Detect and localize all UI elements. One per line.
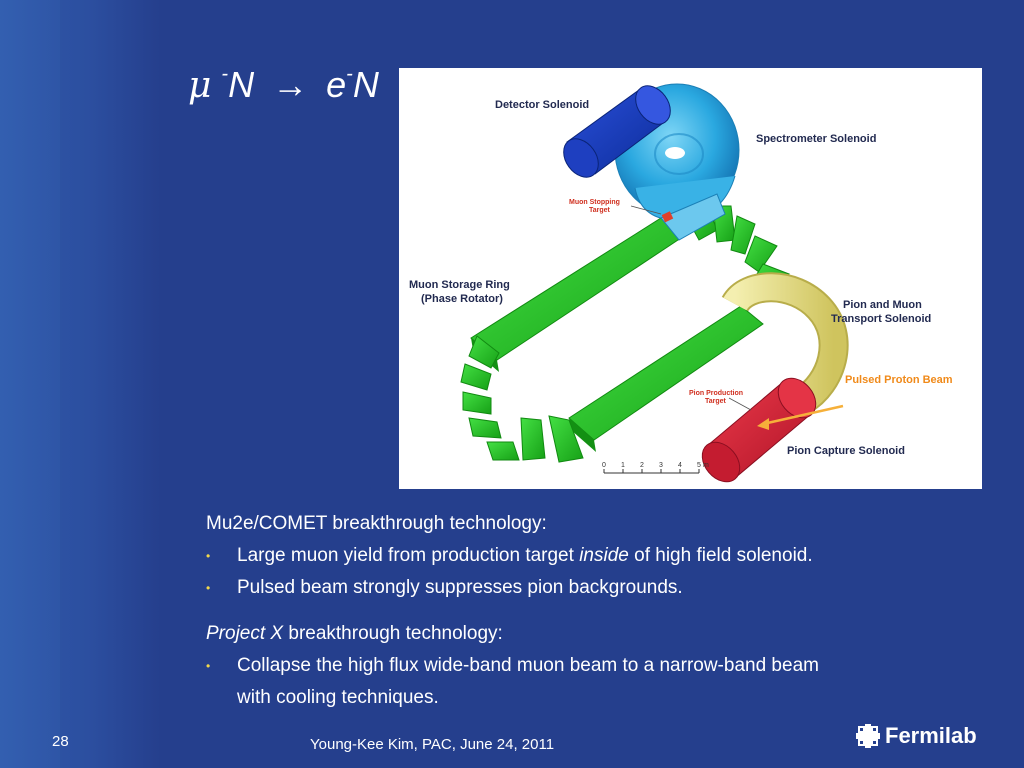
storage-ring-magnets	[460, 199, 790, 463]
fermilab-logo-icon	[856, 724, 880, 748]
proton-beam-arrow	[757, 404, 844, 430]
label-muon-storage-ring-1: Muon Storage Ring	[409, 279, 510, 291]
label-detector-solenoid: Detector Solenoid	[495, 99, 589, 111]
slide-title: μ -N → e-N	[188, 63, 379, 106]
pion-capture-solenoid	[701, 377, 817, 483]
section1-bullet-1-emphasis: inside	[579, 545, 629, 566]
label-pulsed-proton-beam: Pulsed Proton Beam	[845, 374, 953, 386]
title-sup-1: -	[221, 63, 229, 85]
muon-target-pointer	[630, 205, 662, 215]
bullet-marker: •	[206, 659, 211, 673]
experiment-diagram: Detector Solenoid Spectrometer Solenoid …	[399, 68, 982, 489]
scale-bar: 0 1 2 3 4 5 m	[602, 462, 709, 474]
scale-tick-0: 0	[602, 462, 606, 469]
label-pion-production-target-1: Pion Production	[689, 390, 743, 397]
scale-tick-4: 4	[678, 462, 682, 469]
label-muon-stopping-target-2: Target	[589, 207, 611, 214]
label-pion-muon-transport-2: Transport Solenoid	[831, 313, 931, 325]
bullet-marker: •	[206, 581, 211, 595]
page-number: 28	[52, 733, 69, 750]
transport-solenoid	[721, 272, 849, 414]
title-mu: μ	[188, 65, 212, 106]
section-spacer	[206, 604, 986, 618]
label-muon-stopping-target-1: Muon Stopping	[569, 199, 620, 206]
bullet-marker: •	[206, 549, 211, 563]
title-e: e	[326, 64, 347, 105]
scale-tick-2: 2	[640, 462, 644, 469]
label-pion-capture-solenoid: Pion Capture Solenoid	[787, 445, 905, 457]
scale-tick-1: 1	[621, 462, 625, 469]
slide-body: Mu2e/COMET breakthrough technology: • Lar…	[206, 508, 986, 714]
section2-bullet-1: • Collapse the high flux wide-band muon b…	[206, 650, 986, 682]
fermilab-logo: Fermilab	[856, 722, 977, 750]
label-spectrometer-solenoid: Spectrometer Solenoid	[756, 133, 876, 145]
label-pion-muon-transport-1: Pion and Muon	[843, 299, 922, 311]
section2-heading-emphasis: Project X	[206, 623, 284, 644]
section1-bullet-1-text-b: of high field solenoid.	[628, 545, 813, 566]
title-sup-2: -	[346, 63, 353, 85]
section2-heading-text: breakthrough technology:	[283, 623, 503, 644]
title-n-1: N	[228, 64, 255, 105]
section2-heading: Project X breakthrough technology:	[206, 618, 986, 650]
section2-bullet-1-line-1: Collapse the high flux wide-band muon be…	[237, 655, 819, 676]
section1-bullet-1: • Large muon yield from production target…	[206, 540, 986, 572]
footer-text: Young-Kee Kim, PAC, June 24, 2011	[310, 736, 555, 753]
detector-solenoid	[563, 85, 671, 178]
scale-unit: m	[703, 462, 709, 469]
label-pion-production-target-2: Target	[705, 398, 727, 405]
section2-bullet-1-line-2: with cooling techniques.	[237, 687, 439, 708]
fermilab-logo-text: Fermilab	[885, 723, 977, 748]
muon-stopping-target	[661, 211, 674, 223]
section1-heading: Mu2e/COMET breakthrough technology:	[206, 513, 547, 534]
title-arrow: →	[272, 64, 309, 105]
scale-tick-5: 5	[697, 462, 701, 469]
section1-bullet-1-text-a: Large muon yield from production target	[237, 545, 580, 566]
section1-bullet-2: • Pulsed beam strongly suppresses pion ba…	[206, 572, 986, 604]
background-band-edge	[0, 0, 60, 768]
scale-tick-3: 3	[659, 462, 663, 469]
experiment-diagram-svg: Detector Solenoid Spectrometer Solenoid …	[409, 83, 953, 483]
title-n-2: N	[352, 64, 379, 105]
label-muon-storage-ring-2: (Phase Rotator)	[421, 293, 503, 305]
pion-target-pointer	[728, 397, 752, 411]
section1-bullet-2-text: Pulsed beam strongly suppresses pion bac…	[237, 577, 683, 598]
